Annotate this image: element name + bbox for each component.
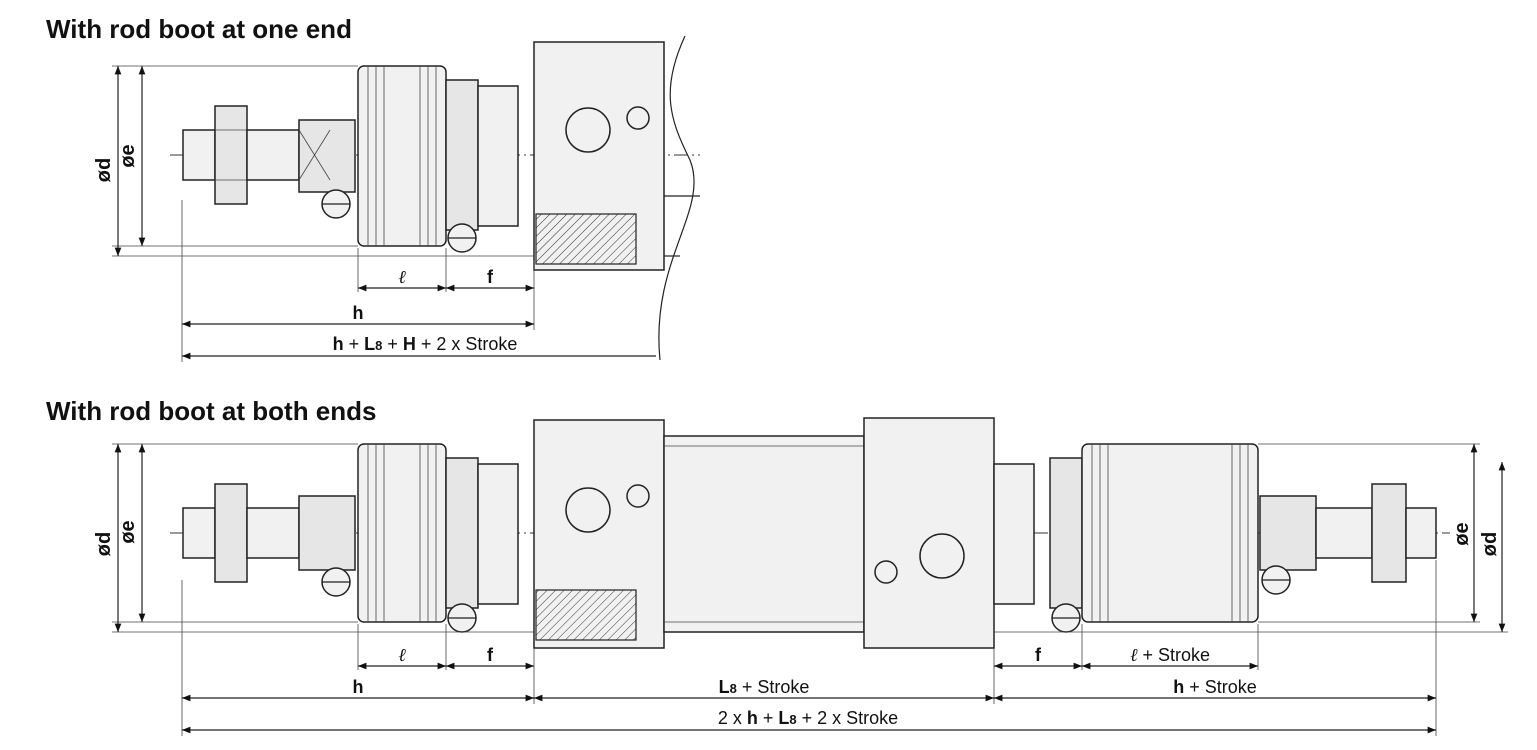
section-hatch-left	[535, 589, 637, 641]
rod-boot-left	[357, 443, 447, 623]
dim-f-top: f	[487, 267, 494, 287]
large-clamp-right	[1049, 457, 1083, 609]
port-right	[919, 533, 965, 579]
rod-stud	[182, 129, 216, 181]
boot-ribs-right	[1091, 444, 1249, 622]
hex-nut-left	[214, 483, 248, 583]
both-ends-length-dims	[181, 560, 1437, 736]
hex-nut	[214, 105, 248, 205]
collar-left	[477, 463, 519, 605]
small-clamp-right	[1259, 495, 1317, 571]
piston-rod-left	[246, 507, 300, 559]
cushion-valve-left	[626, 484, 650, 508]
small-clamp	[298, 119, 356, 193]
both-ends-diameter-dims-right	[994, 443, 1508, 633]
break-line	[658, 35, 695, 361]
port	[565, 107, 611, 153]
dim-h-top: h	[353, 303, 364, 323]
heading-both-ends: With rod boot at both ends	[46, 396, 377, 426]
piston-rod-right	[1315, 507, 1373, 559]
one-end-length-dims	[181, 200, 656, 362]
large-clamp-left	[445, 457, 479, 609]
section-hatch	[535, 213, 637, 265]
rod-boot	[357, 65, 447, 247]
head-cover-right	[863, 417, 995, 649]
label-od-bottom-right: ød	[1479, 532, 1501, 556]
rod-boot-right	[1081, 443, 1259, 623]
dim-h-bottom-left: h	[353, 677, 364, 697]
one-end-diameter-dims	[112, 65, 534, 257]
label-oe-bottom-left: øe	[117, 520, 139, 543]
rod-stud-left	[182, 507, 216, 559]
dim-L8-stroke: L8 + Stroke	[719, 677, 810, 697]
dim-l-stroke-right: ℓ + Stroke	[1130, 645, 1210, 665]
small-clamp-left	[298, 495, 356, 571]
dim-total-top: h + L8 + H + 2 x Stroke	[333, 334, 518, 354]
boot-ribs-left	[367, 444, 437, 622]
one-end-assembly	[170, 35, 700, 361]
label-od-bottom-left: ød	[93, 532, 115, 556]
piston-rod	[246, 129, 300, 181]
dim-l-top: ℓ	[398, 267, 406, 287]
large-clamp	[445, 79, 479, 231]
dim-l-bottom-left: ℓ	[398, 645, 406, 665]
dim-f-bottom-left: f	[487, 645, 494, 665]
dim-total-bottom: 2 x h + L8 + 2 x Stroke	[718, 708, 898, 728]
dim-h-stroke-right: h + Stroke	[1173, 677, 1257, 697]
cylinder-tube	[663, 435, 865, 633]
collar-right	[993, 463, 1035, 605]
heading-one-end: With rod boot at one end	[46, 14, 352, 44]
both-ends-assembly	[170, 417, 1450, 649]
collar	[477, 85, 519, 227]
port-left	[565, 487, 611, 533]
rod-stud-right	[1405, 507, 1437, 559]
boot-ribs	[367, 66, 437, 246]
cushion-valve-right	[874, 560, 898, 584]
label-oe-bottom-right: øe	[1451, 522, 1473, 545]
cushion-valve	[626, 106, 650, 130]
clamp-x	[298, 129, 331, 181]
hex-nut-right	[1371, 483, 1407, 583]
label-od-top: ød	[93, 158, 115, 182]
label-oe-top: øe	[117, 144, 139, 167]
dim-f-bottom-right: f	[1035, 645, 1042, 665]
